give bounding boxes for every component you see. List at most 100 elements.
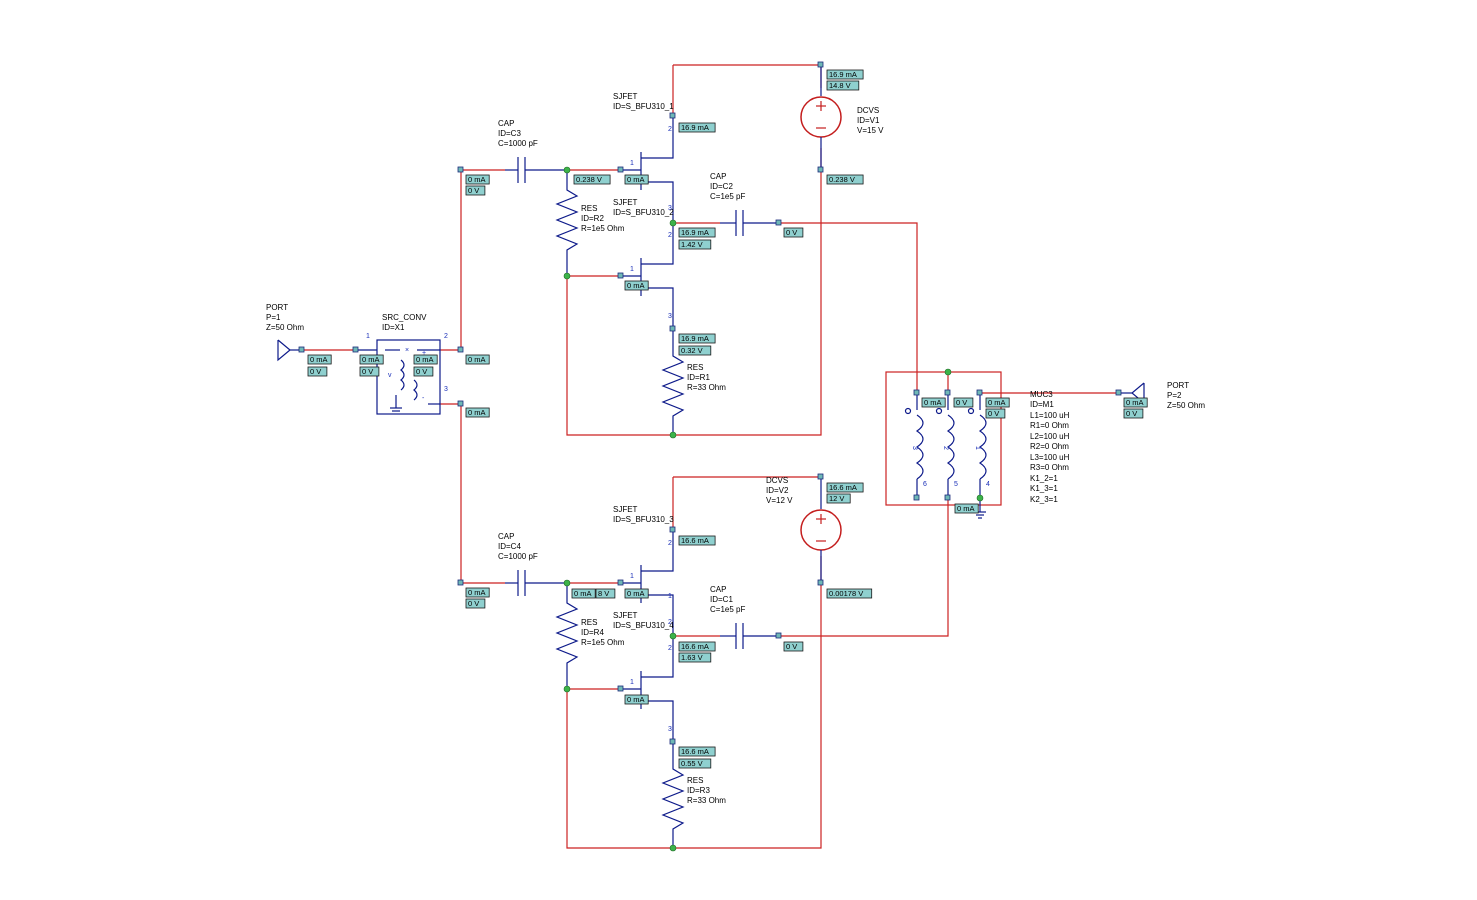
annotation-label: 16.6 mA (678, 641, 716, 652)
annotation-label: 0 mA (624, 174, 649, 185)
annotation-label: 0 V (465, 185, 486, 196)
annotation-label: 0 mA (624, 694, 649, 705)
svg-text:-: - (422, 395, 425, 402)
c1-line1: ID=C1 (710, 595, 733, 604)
c4-line0: CAP (498, 532, 514, 541)
annotation-text: 1.63 V (681, 653, 703, 662)
annotation-label: 0 mA (921, 397, 946, 408)
jfet-4[interactable]: SJFET ID=S_BFU310_4 (613, 611, 674, 742)
annotation-text: 0 mA (1126, 398, 1144, 407)
input-port[interactable]: PORT P=1 Z=50 Ohm (266, 303, 305, 362)
v2-line0: DCVS (766, 476, 788, 485)
port1-line0: PORT (266, 303, 288, 312)
fet1-line1: ID=S_BFU310_1 (613, 102, 674, 111)
fet2-line0: SJFET (613, 198, 638, 207)
annotation-text: 16.6 mA (829, 483, 857, 492)
annotation-label: 0 mA (1123, 397, 1148, 408)
c2-line1: ID=C2 (710, 182, 733, 191)
r1-line1: ID=R1 (687, 373, 710, 382)
c3-line2: C=1000 pF (498, 139, 538, 148)
annotation-label: 0 V (413, 366, 434, 377)
annotation-text: 0 mA (468, 355, 486, 364)
annotation-label: 0 mA (954, 503, 979, 514)
svg-text:3: 3 (911, 446, 918, 450)
capacitor-c4[interactable]: CAP ID=C4 C=1000 pF (498, 532, 567, 596)
pin-label: 2 (444, 333, 448, 340)
annotation-text: 0 V (786, 642, 797, 651)
resistor-r1[interactable]: RES ID=R1 R=33 Ohm (661, 329, 726, 435)
muc3-line3: R1=0 Ohm (1030, 421, 1069, 430)
annotation-label: 0 V (1123, 408, 1144, 419)
capacitor-c2[interactable]: CAP ID=C2 C=1e5 pF (710, 172, 779, 236)
muc3-line0: MUC3 (1030, 390, 1053, 399)
annotation-label: 0 mA (465, 407, 490, 418)
c2-line2: C=1e5 pF (710, 192, 745, 201)
annotation-text: 0 mA (468, 588, 486, 597)
fet2-line1: ID=S_BFU310_2 (613, 208, 674, 217)
pin-label: 1 (630, 266, 634, 273)
annotation-text: 12 V (829, 494, 844, 503)
annotation-text: 0 mA (468, 408, 486, 417)
annotation-text: 0 mA (627, 175, 645, 184)
annotation-label: 14.8 V (826, 80, 860, 91)
v2-line1: ID=V2 (766, 486, 789, 495)
resistor-r4[interactable]: RES ID=R4 R=1e5 Ohm (555, 583, 625, 689)
annotation-label: 0.32 V (678, 345, 712, 356)
annotation-text: 0 mA (627, 281, 645, 290)
muc3-line5: R2=0 Ohm (1030, 442, 1069, 451)
muc3-line6: L3=100 uH (1030, 453, 1070, 462)
c1-line0: CAP (710, 585, 726, 594)
annotation-label: 16.9 mA (678, 333, 716, 344)
v1-line1: ID=V1 (857, 116, 880, 125)
pin-label: 3 (668, 313, 672, 320)
r1-line0: RES (687, 363, 703, 372)
r3-line1: ID=R3 (687, 786, 710, 795)
src-conv-block[interactable]: × v - + SRC_CONV ID=X1 (352, 313, 441, 415)
dc-source-v2[interactable]: DCVS ID=V2 V=12 V (766, 476, 842, 583)
capacitor-c1[interactable]: CAP ID=C1 C=1e5 pF (710, 585, 779, 649)
fet3-line0: SJFET (613, 505, 638, 514)
resistor-r2[interactable]: RES ID=R2 R=1e5 Ohm (555, 170, 625, 276)
r2-line0: RES (581, 204, 597, 213)
c3-line0: CAP (498, 119, 514, 128)
annotation-text: 16.9 mA (681, 228, 709, 237)
jfet-2[interactable]: SJFET ID=S_BFU310_2 (613, 198, 674, 329)
pin-label: 5 (954, 481, 958, 488)
fet4-line1: ID=S_BFU310_4 (613, 621, 674, 630)
annotation-label: 1.63 V (678, 652, 712, 663)
annotation-label: 0 V (465, 598, 486, 609)
muc3-line4: L2=100 uH (1030, 432, 1070, 441)
c4-line2: C=1000 pF (498, 552, 538, 561)
annotation-label: 16.9 mA (678, 227, 716, 238)
dc-source-v1[interactable]: DCVS ID=V1 V=15 V (800, 65, 884, 170)
annotation-label: 16.6 mA (826, 482, 864, 493)
annotation-label: 1.42 V (678, 239, 712, 250)
nodes (457, 61, 984, 852)
port1-line1: P=1 (266, 313, 281, 322)
annotation-text: 0 V (988, 409, 999, 418)
annotation-text: 0 mA (627, 695, 645, 704)
fet3-line1: ID=S_BFU310_3 (613, 515, 674, 524)
capacitor-c3[interactable]: CAP ID=C3 C=1000 pF (498, 119, 567, 183)
annotation-label: 16.6 mA (678, 535, 716, 546)
pin-label: 2 (668, 645, 672, 652)
muc3-transformer[interactable]: 3 2 1 MUC3 ID=M1 L1=100 uH R1=0 Ohm L2=1… (904, 390, 1070, 519)
annotation-text: 16.6 mA (681, 747, 709, 756)
pin-label: 1 (630, 679, 634, 686)
pin-label: 1 (630, 160, 634, 167)
annotation-label: 0 V (783, 227, 804, 238)
annotation-label: 0 mA (359, 354, 384, 365)
annotation-label: 0.00178 V (826, 588, 873, 599)
annotation-text: 0.238 V (829, 175, 855, 184)
pin-label: 3 (668, 726, 672, 733)
pin-label: 2 (668, 232, 672, 239)
port2-line1: P=2 (1167, 391, 1182, 400)
srcconv-line1: ID=X1 (382, 323, 405, 332)
annotation-label: 0 mA (465, 174, 490, 185)
resistor-r3[interactable]: RES ID=R3 R=33 Ohm (661, 742, 726, 848)
pin-label: 6 (923, 481, 927, 488)
annotation-label: 0 V (985, 408, 1006, 419)
svg-text:1: 1 (974, 446, 981, 450)
